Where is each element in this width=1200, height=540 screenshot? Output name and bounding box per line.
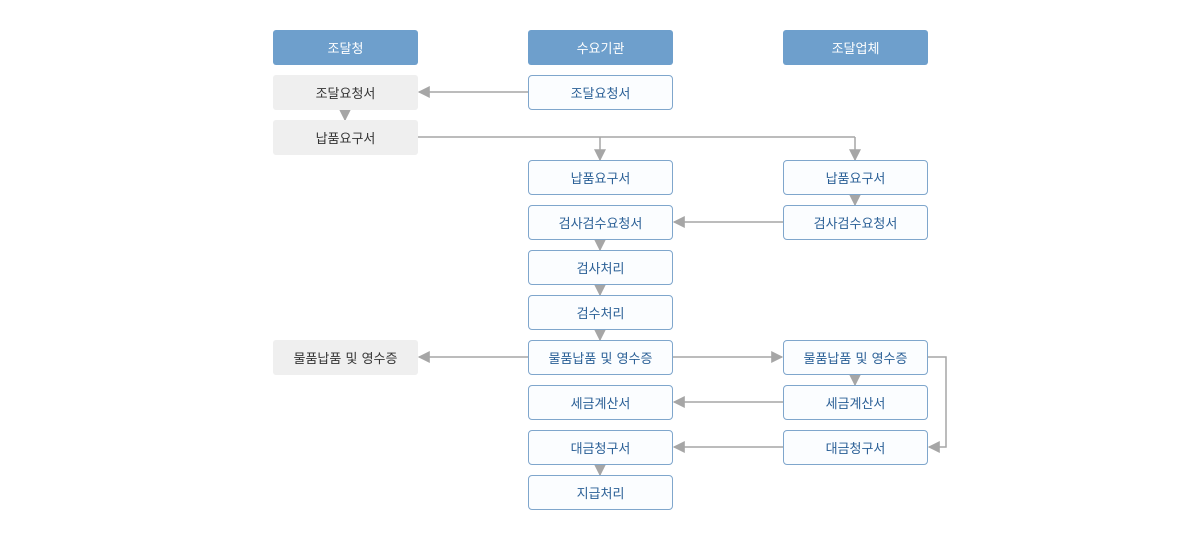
agency-tax-invoice-node: 세금계산서 <box>528 385 673 420</box>
header-demand-agency: 수요기관 <box>528 30 673 65</box>
agency-delivery-demand-node: 납품요구서 <box>528 160 673 195</box>
supplier-inspection-request-node: 검사검수요청서 <box>783 205 928 240</box>
supplier-delivery-demand-node: 납품요구서 <box>783 160 928 195</box>
agency-delivery-receipt-node: 물품납품 및 영수증 <box>528 340 673 375</box>
agency-payment-claim-node: 대금청구서 <box>528 430 673 465</box>
supplier-payment-claim-node: 대금청구서 <box>783 430 928 465</box>
header-supplier: 조달업체 <box>783 30 928 65</box>
agency-request-node: 조달요청서 <box>528 75 673 110</box>
agency-inspection-node: 검사처리 <box>528 250 673 285</box>
header-procurement-office: 조달청 <box>273 30 418 65</box>
agency-inspection-request-node: 검사검수요청서 <box>528 205 673 240</box>
supplier-delivery-receipt-node: 물품납품 및 영수증 <box>783 340 928 375</box>
agency-payment-node: 지급처리 <box>528 475 673 510</box>
supplier-tax-invoice-node: 세금계산서 <box>783 385 928 420</box>
office-delivery-receipt-node: 물품납품 및 영수증 <box>273 340 418 375</box>
office-delivery-demand-node: 납품요구서 <box>273 120 418 155</box>
office-request-node: 조달요청서 <box>273 75 418 110</box>
agency-acceptance-node: 검수처리 <box>528 295 673 330</box>
arrow-supplier-loop <box>927 356 947 453</box>
